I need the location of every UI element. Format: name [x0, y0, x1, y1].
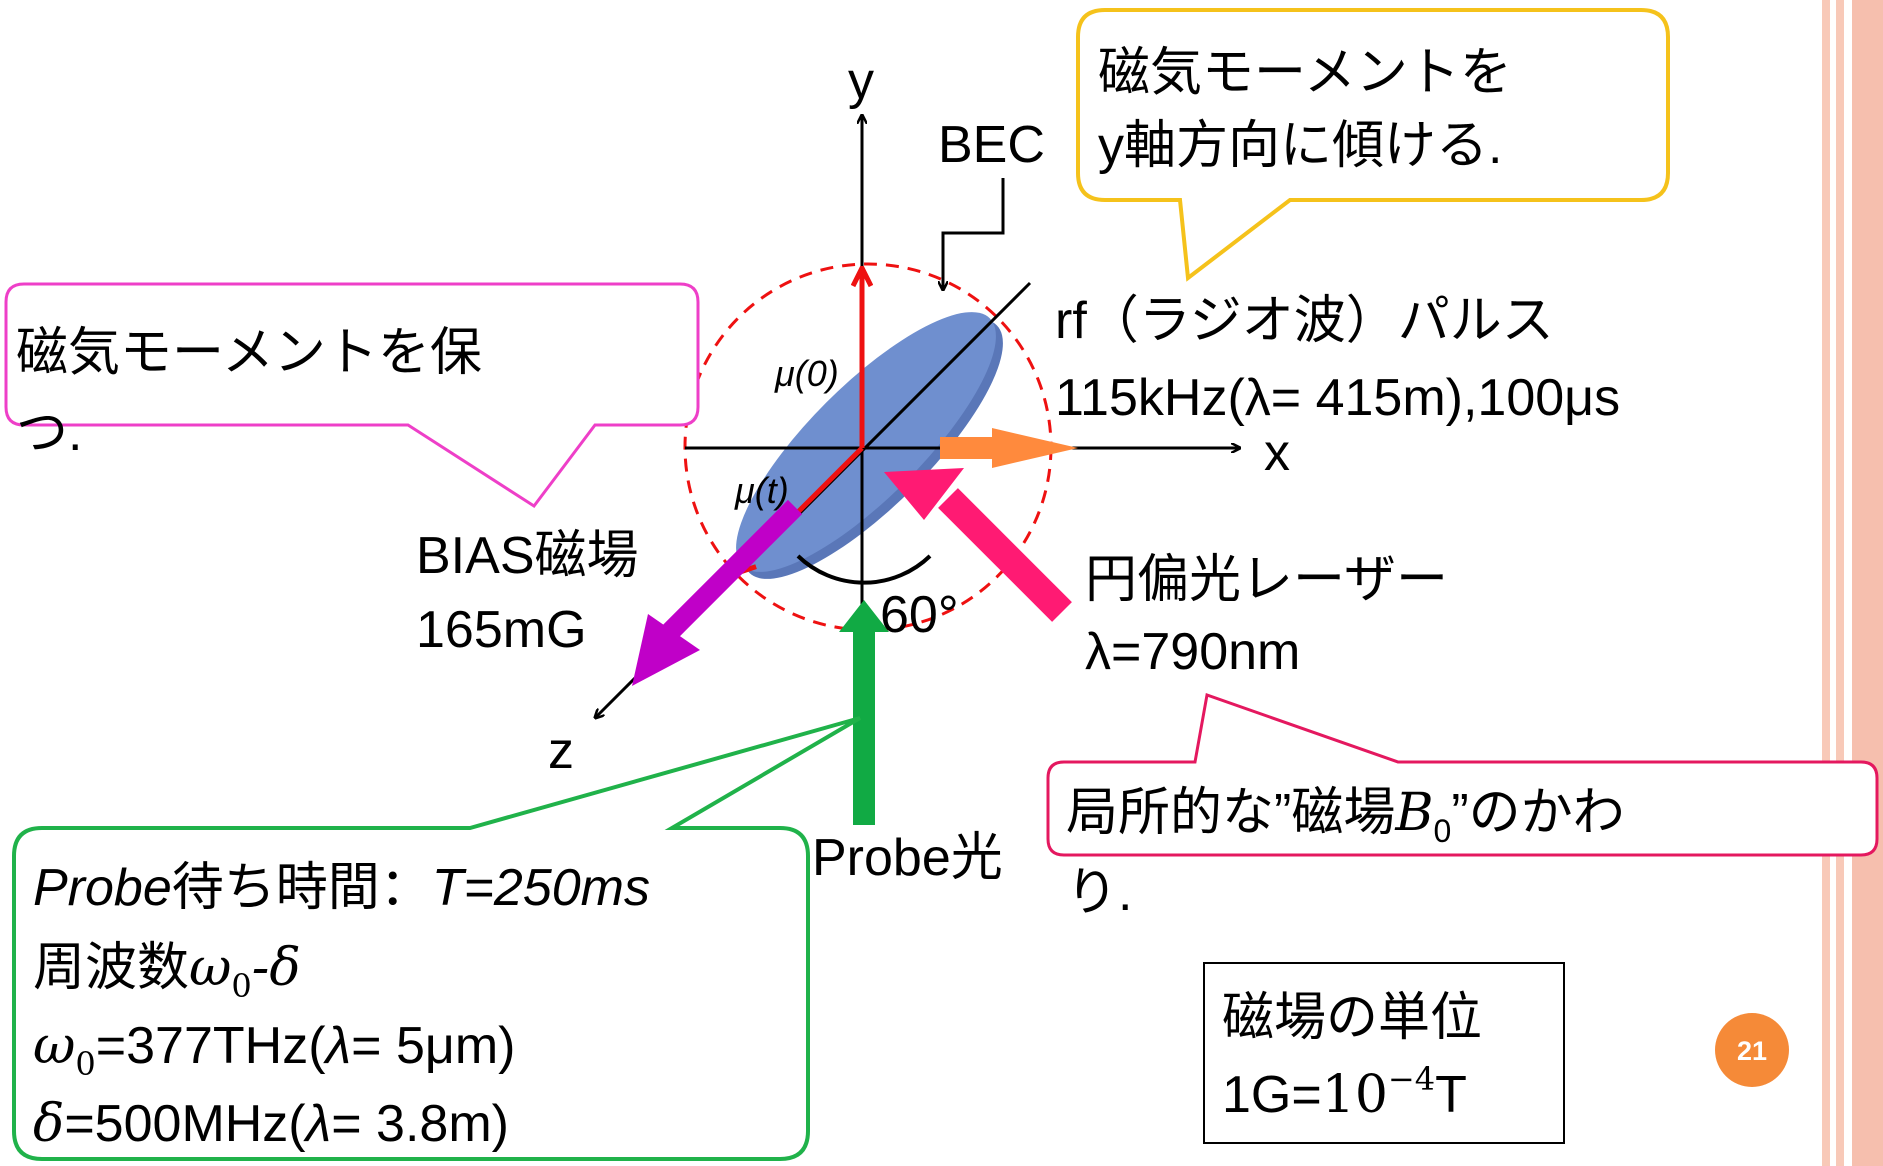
bias-field-arrow	[632, 499, 803, 686]
page-number: 21	[1737, 1036, 1767, 1066]
callout-green-line3: ω0=377THz(λ= 5μm)	[33, 1016, 515, 1083]
laser-arrow	[884, 468, 1072, 622]
callout-magenta-line1: 磁気モーメントを保	[16, 324, 482, 382]
callout-yellow	[1076, 8, 1670, 282]
rf-pulse-arrow	[940, 428, 1078, 468]
mu0-label: μ(0)	[774, 353, 839, 394]
callout-yellow-line2: y軸方向に傾ける.	[1098, 117, 1502, 175]
x-axis-label: x	[1264, 424, 1290, 482]
callout-magenta-line2: つ.	[16, 404, 82, 462]
bias-field-title: BIAS磁場	[416, 527, 639, 585]
units-box-title: 磁場の単位	[1222, 989, 1482, 1047]
callout-yellow-line1: 磁気モーメントを	[1098, 44, 1512, 102]
units-box-formula: 1G=10−4T	[1222, 1060, 1467, 1125]
bias-field-value: 165mG	[416, 601, 587, 659]
right-margin-stripe-3	[1852, 0, 1883, 1166]
callout-magenta	[4, 282, 700, 509]
units-box	[1203, 962, 1565, 1144]
callout-green-line4: δ=500MHz(λ= 3.8m)	[33, 1094, 509, 1154]
z-axis-label: z	[548, 722, 574, 780]
laser-wavelength: λ=790nm	[1085, 623, 1300, 681]
right-margin-stripe	[1822, 0, 1830, 1166]
y-axis-label: y	[848, 52, 874, 110]
mut-label: μ(t)	[734, 470, 789, 511]
callout-green-line1: Probe待ち時間：T=250ms	[33, 859, 650, 917]
callout-red-line1: 局所的な”磁場B0”のかわ	[1066, 783, 1625, 849]
probe-light-label: Probe光	[812, 829, 1003, 887]
callout-red-line2: り.	[1066, 864, 1132, 922]
bec-label: BEC	[938, 116, 1045, 174]
callout-green-line2: 周波数ω0-δ	[33, 938, 301, 1005]
page-number-badge	[1715, 1013, 1789, 1087]
laser-title: 円偏光レーザー	[1085, 551, 1448, 609]
callout-green	[12, 716, 862, 1161]
bec-pointer	[943, 178, 1005, 290]
rf-pulse-title: rf（ラジオ波）パルス	[1055, 292, 1554, 350]
angle-label: 60°	[880, 586, 959, 644]
right-margin-stripe-2	[1836, 0, 1844, 1166]
callout-red	[1046, 693, 1879, 857]
rf-pulse-params: 115kHz(λ= 415m),100μs	[1055, 369, 1620, 427]
angle-arc	[796, 554, 932, 585]
probe-light-arrow	[839, 600, 889, 825]
